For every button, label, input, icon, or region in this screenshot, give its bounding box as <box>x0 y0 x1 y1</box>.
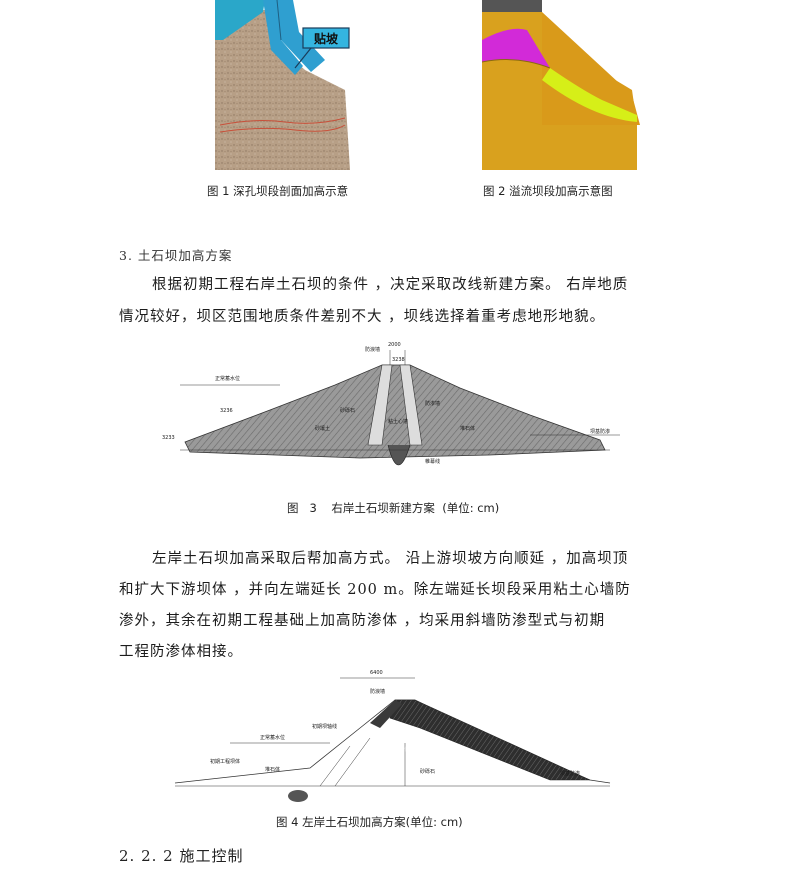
fig3-label-9: 3238 <box>392 357 405 363</box>
fig4-label-0: 防浪墙 <box>370 689 386 695</box>
figure-4-left-bank-dam: 防浪墙 正常蓄水位 初期工程坝体 堆石体 砂砾石 斜墙防渗 坝基防渗 初期坝轴线… <box>170 668 620 808</box>
fig3-label-1: 正常蓄水位 <box>215 376 241 382</box>
paragraph-1-line-1: 根据初期工程右岸土石坝的条件 ，决定采取改线新建方案。 右岸地质 <box>152 277 629 293</box>
fig3-label-0: 防浪墙 <box>365 347 381 353</box>
fig3-label-12: 2000 <box>388 342 401 348</box>
paragraph-2-line-4: 工程防渗体相接。 <box>119 644 243 660</box>
figure-3-right-bank-dam: 防浪墙 正常蓄水位 防渗墙 砂壤土 粘土心墙 砂砾石 堆石体 坝基防渗 帷幕线 … <box>160 340 630 475</box>
fig3-label-3: 砂壤土 <box>315 426 331 432</box>
figure-3-drawing <box>180 350 620 466</box>
fig4-label-8: 6400 <box>370 670 383 676</box>
figure-4-caption: 图 4 左岸土石坝加高方案(单位: cm) <box>276 815 463 829</box>
fig4-label-4: 砂砾石 <box>420 769 436 775</box>
figure-1-drawing <box>215 0 350 170</box>
figure-2-caption: 图 2 溢流坝段加高示意图 <box>483 184 613 198</box>
fig4-label-1: 正常蓄水位 <box>260 735 286 741</box>
section-2-2-2-title: 2. 2. 2 施工控制 <box>119 847 244 865</box>
figure-4-drawing <box>174 677 611 802</box>
section-3-title: 3. 土石坝加高方案 <box>119 248 233 263</box>
figure-1-deep-hole-section: 贴坡 <box>215 0 375 170</box>
paragraph-2-line-1: 左岸土石坝加高采取后帮加高方式。 沿上游坝坡方向顺延 ，加高坝顶 <box>152 551 629 567</box>
figure-3-caption: 图 3 右岸土石坝新建方案 (单位: cm) <box>287 501 500 515</box>
fig3-label-4: 粘土心墙 <box>388 419 409 425</box>
fig3-label-2: 防渗墙 <box>425 401 441 407</box>
paragraph-2-line-2: 和扩大下游坝体 ，并向左端延长 200 m。除左端延长坝段采用粘土心墙防 <box>119 582 631 598</box>
figure-2-drawing <box>481 0 640 170</box>
fig4-label-7: 初期坝轴线 <box>312 724 338 730</box>
fig4-label-3: 堆石体 <box>265 767 281 773</box>
fig3-label-7: 坝基防渗 <box>590 429 611 435</box>
fig4-label-2: 初期工程坝体 <box>210 759 241 765</box>
paragraph-1-line-2: 情况较好，坝区范围地质条件差别不大 ，坝线选择着重考虑地形地貌。 <box>119 309 606 325</box>
fig1-callout-label: 贴坡 <box>313 32 338 46</box>
fig3-label-5: 砂砾石 <box>340 408 356 414</box>
figure-2-overflow-section <box>481 0 640 170</box>
fig4-label-5: 斜墙防渗 <box>395 747 416 753</box>
paragraph-2-line-3: 渗外，其余在初期工程基础上加高防渗体 ，均采用斜墙防渗型式与初期 <box>119 613 606 629</box>
fig3-label-10: 3236 <box>220 408 233 414</box>
fig3-label-8: 帷幕线 <box>425 459 441 465</box>
fig3-label-11: 3233 <box>162 435 175 441</box>
figure-1-caption: 图 1 深孔坝段剖面加高示意 <box>207 184 349 198</box>
fig4-label-6: 坝基防渗 <box>560 771 581 777</box>
fig3-label-6: 堆石体 <box>460 426 476 432</box>
